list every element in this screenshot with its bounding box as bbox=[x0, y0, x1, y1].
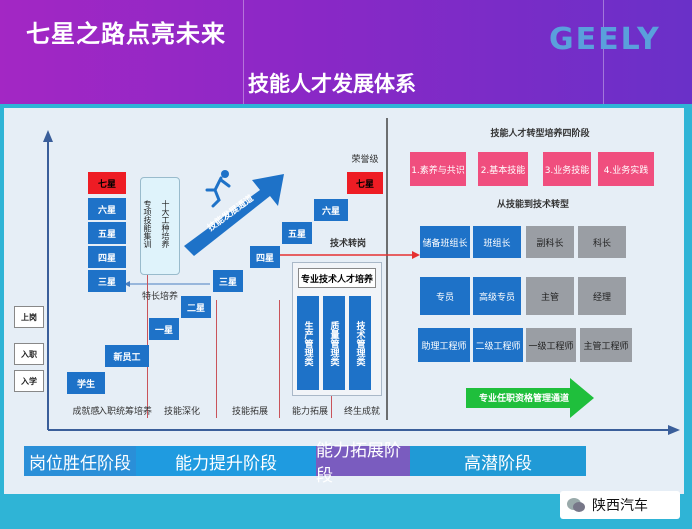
stage-divider bbox=[216, 300, 218, 418]
phase-1: 岗位胜任阶段 bbox=[24, 446, 136, 476]
career-channel-label: 专业任职资格管理通道 bbox=[478, 394, 569, 404]
skill-channel-arrow bbox=[184, 174, 284, 256]
axis-label: 技能拓展 bbox=[231, 407, 268, 417]
talent-production: 生产管理类 bbox=[297, 296, 319, 390]
ladder-5star: 五星 bbox=[88, 222, 126, 244]
axis-label: 成就感 bbox=[72, 407, 100, 417]
header-band bbox=[0, 0, 692, 104]
special-col-1: 专项技能集训 bbox=[143, 200, 152, 248]
grid-r1c3: 副科长 bbox=[526, 226, 574, 258]
geely-logo: GEELY bbox=[549, 22, 661, 57]
wechat-icon bbox=[567, 498, 585, 512]
step-student: 学生 bbox=[67, 372, 105, 394]
grid-r2c1: 专员 bbox=[420, 277, 470, 315]
label-ruxue: 入学 bbox=[14, 370, 44, 392]
header-divider bbox=[603, 0, 604, 104]
grid-r3c4: 主管工程师 bbox=[580, 328, 632, 362]
career-channel-arrow bbox=[466, 378, 594, 418]
watermark: 陕西汽车 bbox=[560, 491, 680, 519]
grid-r1c4: 科长 bbox=[578, 226, 626, 258]
stage-4: 4.业务实践 bbox=[598, 152, 654, 186]
grid-r1c1: 储备班组长 bbox=[420, 226, 470, 258]
grid-r2c2: 高级专员 bbox=[473, 277, 521, 315]
step-new-employee: 新员工 bbox=[105, 345, 149, 367]
honor-level-label: 荣誉级 bbox=[351, 155, 379, 165]
ladder-6star: 六星 bbox=[88, 198, 126, 220]
page-subtitle: 技能人才发展体系 bbox=[248, 72, 416, 96]
step-5star: 五星 bbox=[282, 222, 312, 244]
stage-2: 2.基本技能 bbox=[478, 152, 528, 186]
phase-4: 高潜阶段 bbox=[410, 446, 586, 476]
grid-r1c2: 班组长 bbox=[473, 226, 521, 258]
grid-r3c3: 一级工程师 bbox=[526, 328, 576, 362]
watermark-text: 陕西汽车 bbox=[592, 498, 648, 514]
ladder-caption: 特长培养 bbox=[141, 292, 178, 302]
ladder-7star: 七星 bbox=[88, 172, 126, 194]
four-stage-title: 技能人才转型培养四阶段 bbox=[490, 129, 590, 139]
step-6star: 六星 bbox=[314, 199, 348, 221]
label-shanggang: 上岗 bbox=[14, 306, 44, 328]
step-4star: 四星 bbox=[250, 246, 280, 268]
axis-label: 能力拓展 bbox=[291, 407, 328, 417]
skill-transfer-label: 技术转岗 bbox=[329, 239, 366, 249]
grid-r2c3: 主管 bbox=[526, 277, 574, 315]
step-2star: 二星 bbox=[181, 296, 211, 318]
stage-divider bbox=[147, 270, 149, 418]
axis-label: 技能深化 bbox=[163, 407, 200, 417]
grid-r2c4: 经理 bbox=[578, 277, 626, 315]
talent-title: 专业技术人才培养 bbox=[298, 268, 376, 288]
ladder-4star: 四星 bbox=[88, 246, 126, 268]
phase-3: 能力拓展阶段 bbox=[316, 441, 410, 486]
special-col-2: 十大工种培养 bbox=[161, 200, 170, 248]
runner-icon bbox=[205, 170, 231, 208]
stage-1: 1.素养与共识 bbox=[410, 152, 466, 186]
step-7star: 七星 bbox=[347, 172, 383, 194]
step-1star: 一星 bbox=[149, 318, 179, 340]
talent-technical: 技术管理类 bbox=[349, 296, 371, 390]
label-ruzhi: 入职 bbox=[14, 343, 44, 365]
axis-label: 入职统筹培养 bbox=[97, 407, 152, 417]
page-title: 七星之路点亮未来 bbox=[26, 20, 226, 48]
stage-3: 3.业务技能 bbox=[543, 152, 591, 186]
phase-2: 能力提升阶段 bbox=[136, 446, 316, 476]
special-training-box bbox=[140, 177, 180, 275]
axes bbox=[43, 118, 680, 435]
stage-divider bbox=[279, 300, 281, 418]
ladder-3star: 三星 bbox=[88, 270, 126, 292]
grid-r3c2: 二级工程师 bbox=[473, 328, 523, 362]
grid-r3c1: 助理工程师 bbox=[418, 328, 470, 362]
transform-title: 从技能到技术转型 bbox=[496, 200, 569, 210]
header-divider bbox=[243, 0, 244, 104]
talent-quality: 质量管理类 bbox=[323, 296, 345, 390]
step-3star: 三星 bbox=[213, 270, 243, 292]
axis-label: 终生成就 bbox=[343, 407, 380, 417]
